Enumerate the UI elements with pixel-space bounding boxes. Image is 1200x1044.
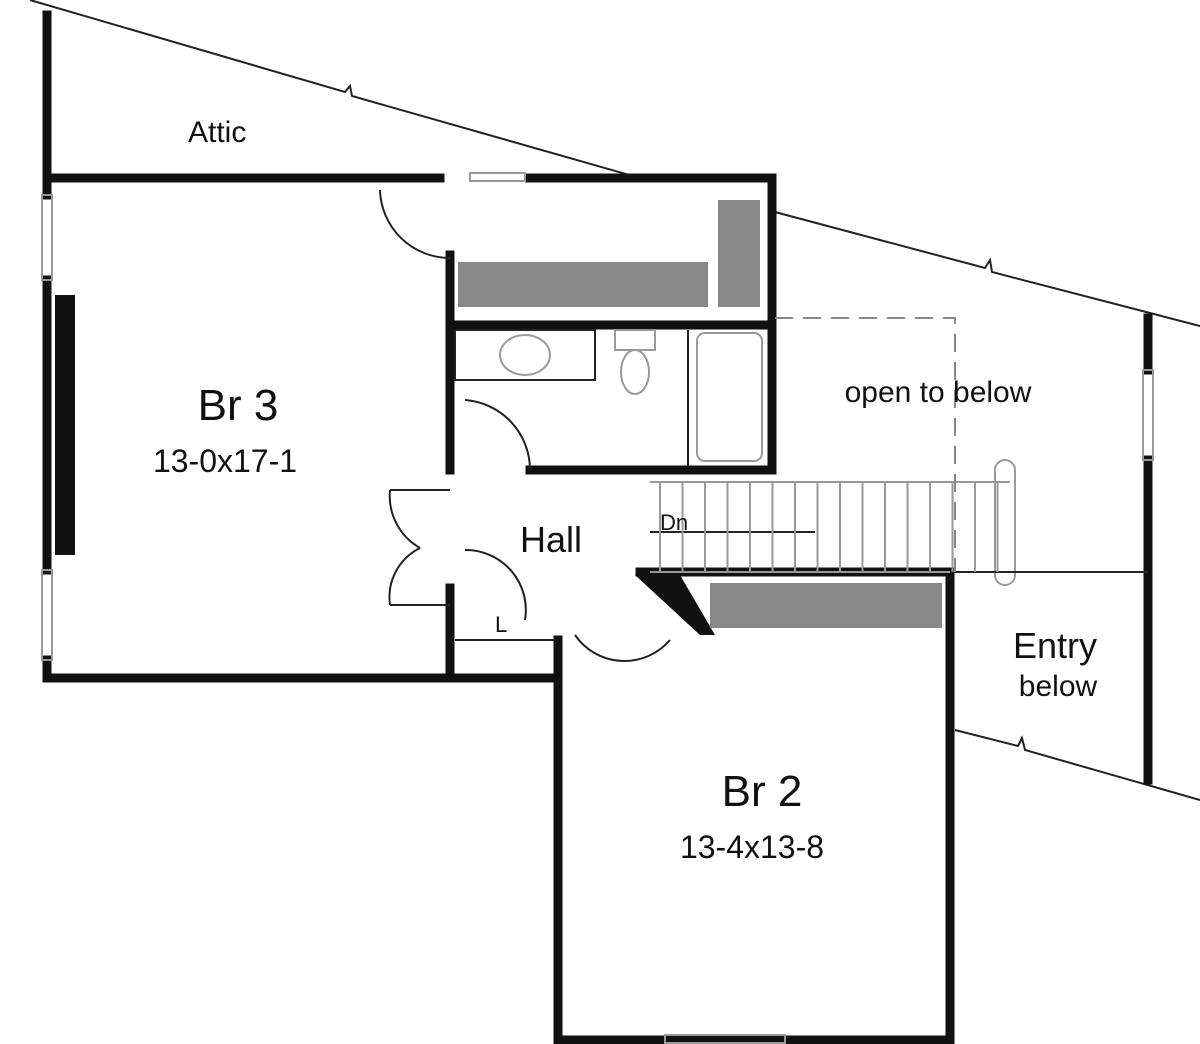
open-to-below-outline <box>775 317 956 572</box>
hall-label: Hall <box>520 519 582 560</box>
br3-size: 13-0x17-1 <box>153 443 297 479</box>
linen-closet-label: L <box>495 612 507 637</box>
closet-shelves <box>458 200 942 628</box>
attic-label: Attic <box>188 116 246 149</box>
br2-size: 13-4x13-8 <box>680 829 824 865</box>
stairs <box>650 459 1148 586</box>
toilet-icon <box>614 329 656 351</box>
chimney <box>55 295 75 555</box>
entry-label: Entry <box>1013 625 1097 666</box>
entry-below-label: below <box>1019 670 1098 703</box>
roof-lines <box>29 0 1200 801</box>
stairs-down-label: Dn <box>660 510 688 535</box>
bathroom-fixtures <box>454 329 763 468</box>
walls <box>42 10 1153 1044</box>
bathtub-icon <box>696 332 763 462</box>
br2-name: Br 2 <box>722 767 803 816</box>
open-to-below-label: open to below <box>845 376 1032 409</box>
windows <box>41 172 1154 1044</box>
doors <box>379 189 671 662</box>
sink-icon <box>499 334 551 376</box>
br3-name: Br 3 <box>198 381 279 430</box>
